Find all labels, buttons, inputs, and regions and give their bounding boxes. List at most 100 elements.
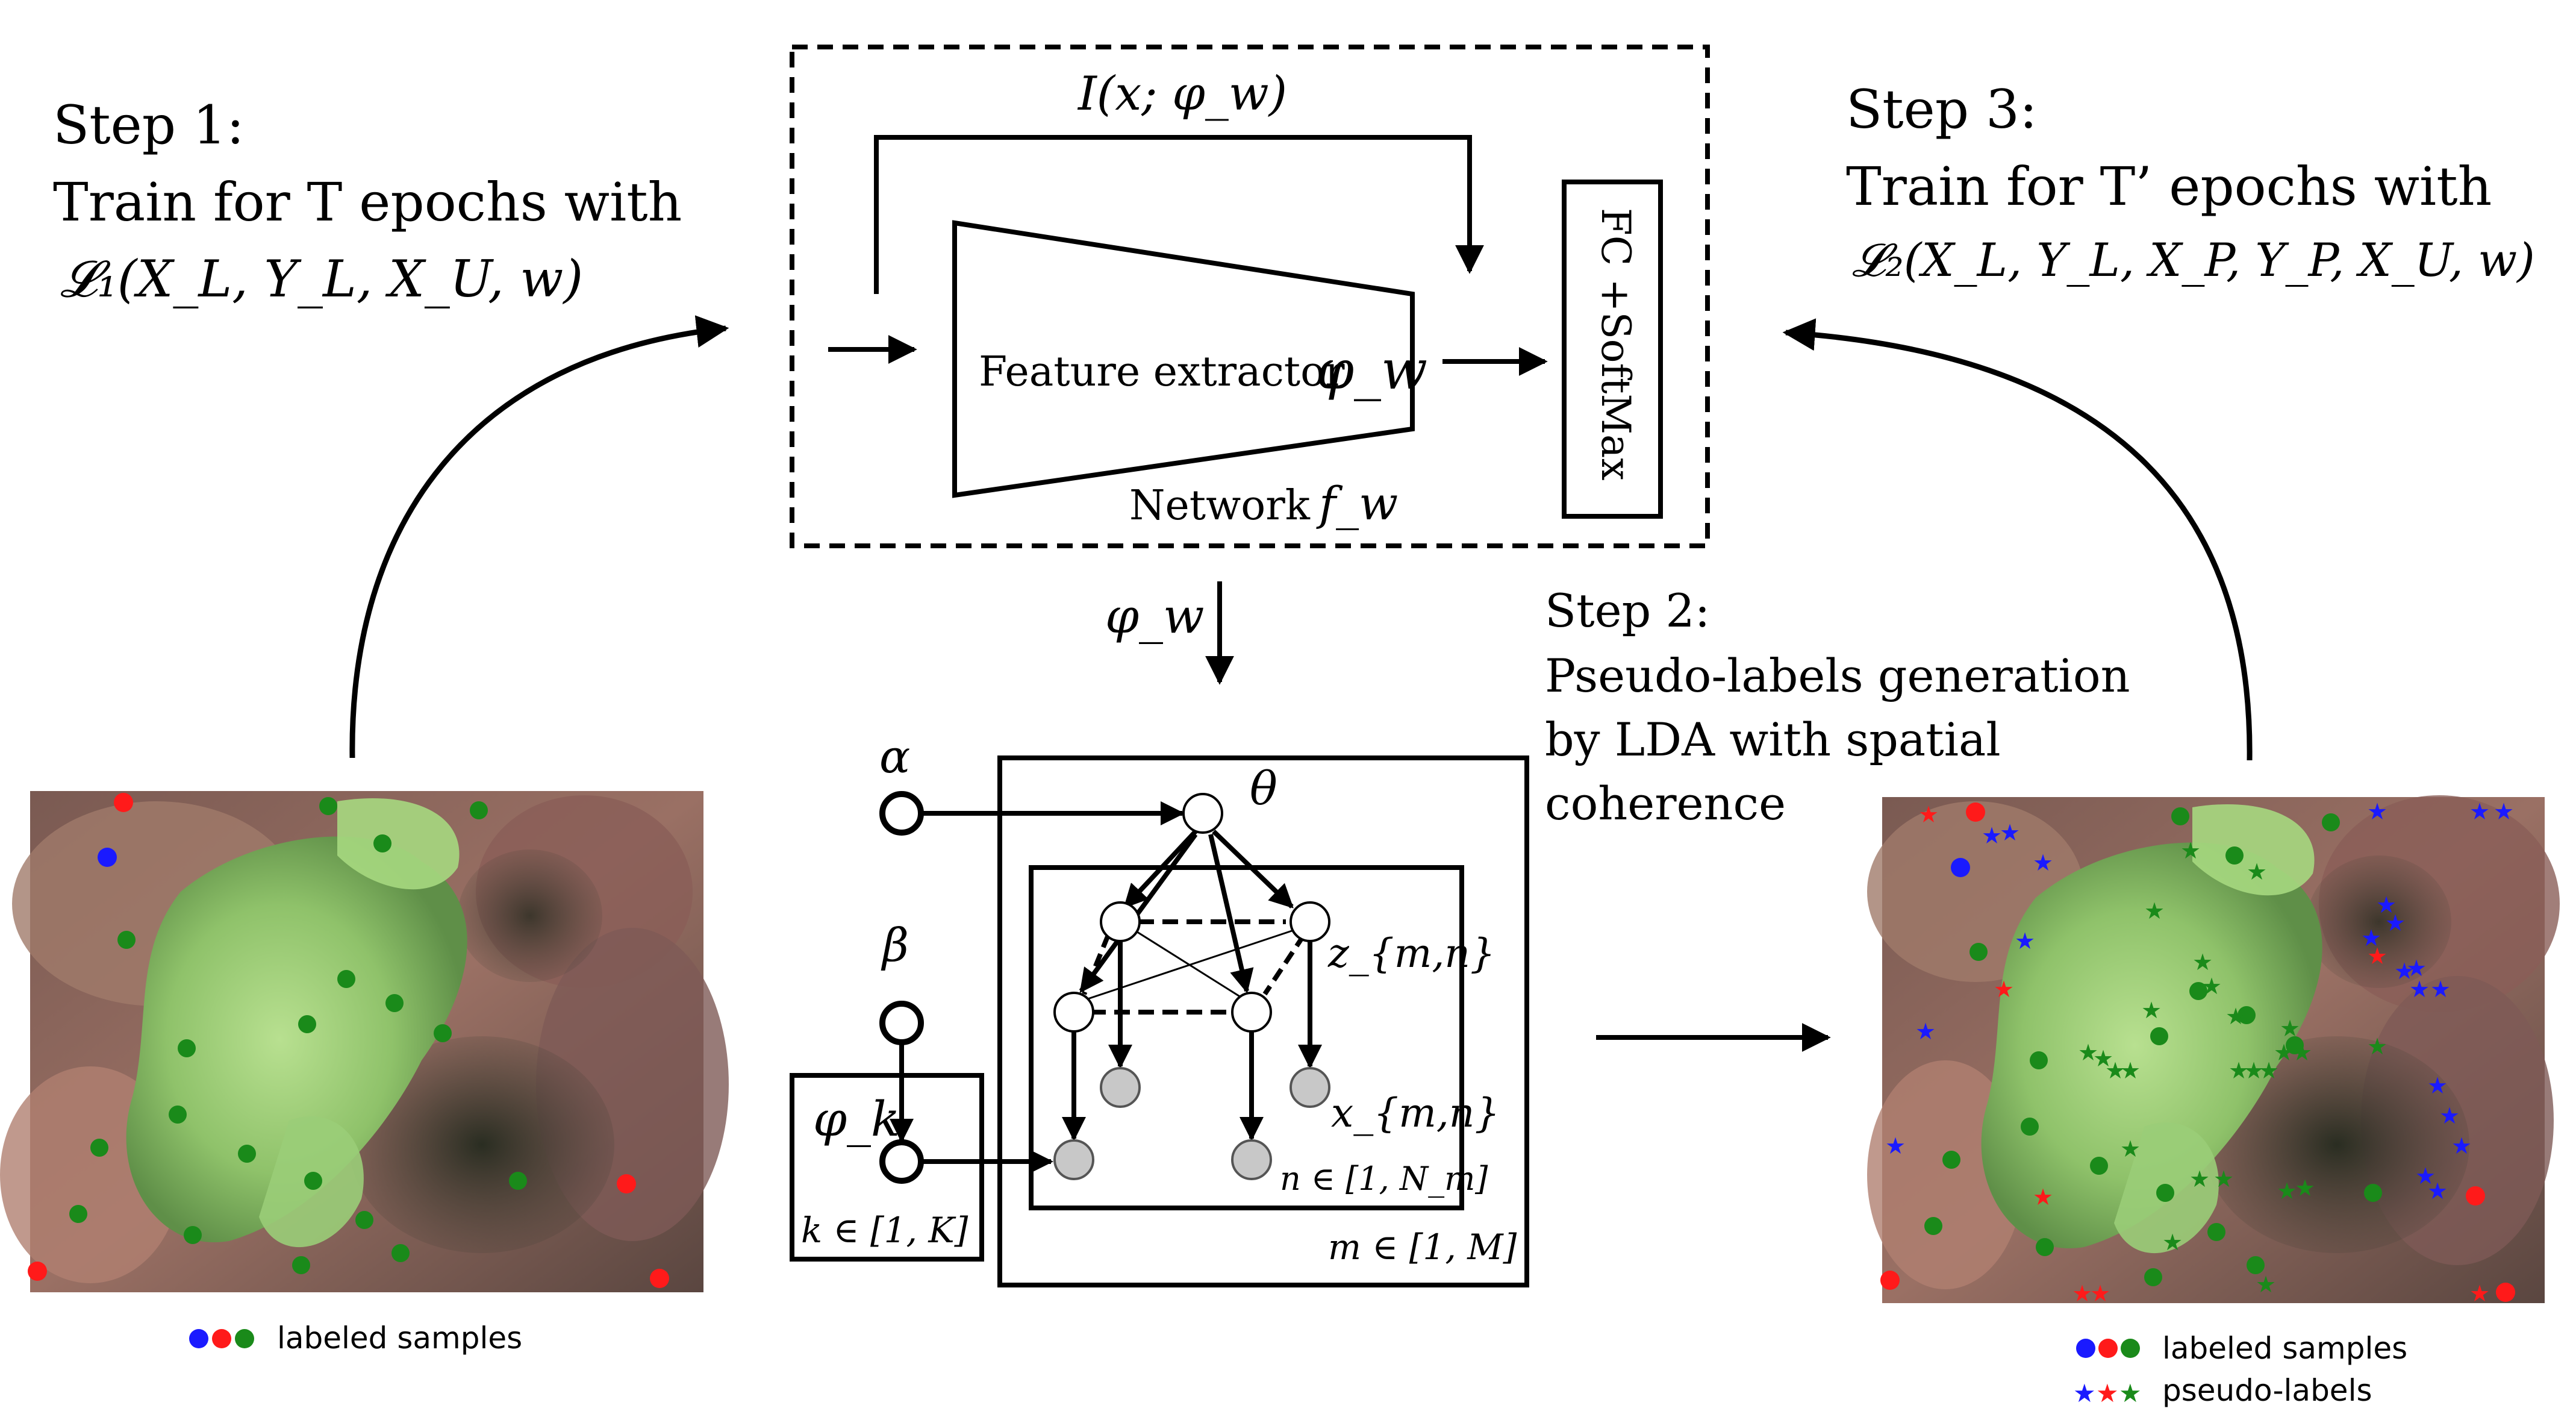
star-green: ★ [2105,1057,2125,1084]
star-blue: ★ [1915,1018,1936,1045]
legend-dot-red-icon [212,1329,231,1348]
step3-curved-arrow [1782,318,2253,761]
star-blue: ★ [2469,798,2490,825]
network-label: Network [1129,482,1311,530]
star-green: ★ [2162,1229,2183,1256]
star-green: ★ [2078,1039,2098,1066]
star-blue: ★ [2033,849,2053,876]
step3-loss: 𝓛₂(X_L, Y_L, X_P, Y_P, X_U, w) [1852,233,2535,287]
star-green: ★ [2367,1033,2387,1060]
dot-green [184,1226,202,1244]
star-green: ★ [2201,973,2222,999]
feature-extractor-symbol: φ_w [1316,339,1427,402]
star-blue: ★ [2015,928,2035,954]
star-blue: ★ [2415,1163,2436,1189]
star-blue: ★ [2406,955,2427,981]
beta-label: β [881,918,909,972]
star-green: ★ [2120,1136,2141,1162]
dot-blue [1951,858,1970,877]
step2-line-3: coherence [1545,777,1786,830]
dot-green [2036,1238,2054,1256]
dot-green [509,1172,527,1190]
star-green: ★ [2120,1057,2141,1084]
dot-green [1942,1151,1960,1169]
dot-green [117,931,136,949]
step1-loss: 𝓛₁(X_L, Y_L, X_U, w) [60,249,583,308]
star-green: ★ [2189,1166,2210,1192]
star-green: ★ [2256,1271,2276,1298]
node-theta [1182,793,1223,834]
star-blue: ★ [1982,822,2002,849]
star-green: ★ [2093,1045,2113,1072]
dot-green [2156,1184,2174,1202]
dot-green [470,801,488,819]
dot-green [169,1106,187,1124]
dot-green [2150,1027,2168,1045]
legend-star-red-icon: ★ [2096,1378,2119,1408]
node-x1 [1100,1067,1141,1108]
step2-line-2: by LDA with spatial [1545,713,2001,766]
dot-green [355,1211,373,1229]
dot-green [2322,813,2340,831]
dot-green [2207,1223,2225,1241]
dot-blue [98,848,117,867]
dot-green [2090,1157,2108,1175]
dot-green [391,1244,410,1262]
fc-softmax-box [1562,180,1663,519]
star-green: ★ [2280,1015,2300,1042]
theta-label: θ [1250,762,1277,815]
dot-green [298,1015,316,1033]
fc-softmax-label: FC +SoftMax [1592,208,1639,481]
star-green: ★ [2180,837,2201,864]
edge-theta-z4 [1208,834,1254,993]
star-green: ★ [2141,997,2162,1024]
star-green: ★ [2247,859,2267,885]
star-red: ★ [1994,976,2014,1002]
node-phi [879,1139,924,1184]
star-blue: ★ [2493,798,2514,825]
star-blue: ★ [2451,1133,2472,1159]
star-green: ★ [2274,1039,2294,1066]
star-red: ★ [1918,801,1939,828]
legend-right-labeled: labeled samples [2162,1331,2407,1366]
dot-red [1966,802,1985,822]
dot-red [2466,1186,2485,1206]
star-red: ★ [2090,1280,2110,1307]
plate-n [1029,865,1464,1210]
step1-curved-arrow [349,315,729,758]
star-green: ★ [2295,1175,2315,1201]
node-z2 [1290,901,1330,942]
legend-dot-red-icon [2098,1339,2118,1358]
legend-dot-blue-icon [2076,1339,2095,1358]
dot-red [2496,1283,2515,1302]
dot-green [2021,1118,2039,1136]
edge-theta-z2 [1212,830,1294,909]
feature-extractor-trapezoid [952,220,1415,498]
legend-right-pseudo: pseudo-labels [2162,1373,2372,1408]
dot-green [178,1039,196,1057]
dot-red [617,1174,636,1193]
feature-flow-label: φ_w [1105,588,1205,644]
skip-connection-arrow [874,135,1484,294]
dot-green [2189,982,2207,1000]
star-blue: ★ [2385,910,2406,936]
k-range-label: k ∈ [1, K] [801,1210,968,1251]
z-label: z_{m,n} [1327,930,1495,977]
dot-green [238,1145,256,1163]
right-labeled-and-pseudo: ★ ★ ★ ★ ★ ★ ★ ★ ★ ★ ★ ★ ★ ★ ★ ★ ★ ★ ★ ★ … [1880,798,2515,1307]
star-green: ★ [2292,1039,2312,1066]
node-z3 [1053,992,1094,1033]
edge-z-dashed-left [1082,934,1111,995]
n-range-label: n ∈ [1, N_m] [1280,1160,1488,1198]
star-red: ★ [2033,1184,2053,1210]
legend-dot-green-icon [235,1329,254,1348]
legend-left-labeled: labeled samples [277,1321,522,1356]
step1-title: Step 1: [53,94,245,156]
step2-line-1: Pseudo-labels generation [1545,649,2130,702]
coral-image-right [1867,795,2560,1303]
node-z1 [1100,901,1141,942]
node-x3 [1053,1139,1094,1180]
star-green: ★ [2144,898,2165,924]
edge-theta-z1 [1123,830,1197,909]
dot-green [1969,943,1988,961]
